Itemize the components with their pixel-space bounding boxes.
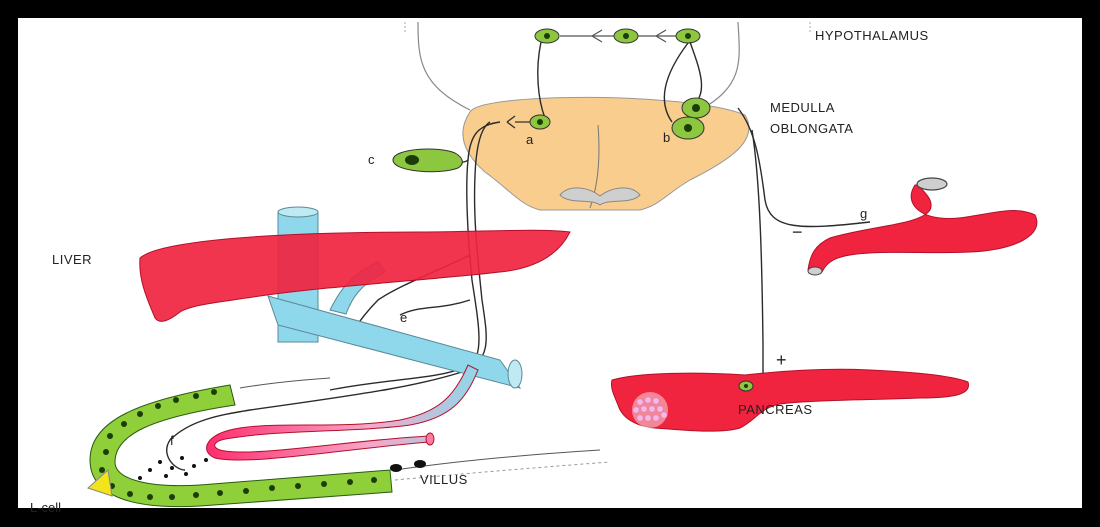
pancreatic-islet xyxy=(632,392,668,428)
letter-e: e xyxy=(400,310,407,325)
l-cell-label: L-cell xyxy=(30,500,61,515)
hypothalamus-label: HYPOTHALAMUS xyxy=(815,28,929,43)
letter-a: a xyxy=(526,132,534,147)
stomach-duodenum-opening xyxy=(808,267,822,275)
villus-label: VILLUS xyxy=(420,472,468,487)
letter-g: g xyxy=(860,206,867,221)
medulla-label-line2: OBLONGATA xyxy=(770,121,853,136)
capillary-end xyxy=(426,433,434,445)
letter-c: c xyxy=(368,152,375,167)
stomach-esophagus-opening xyxy=(917,178,947,190)
stomach-inhibition-sign: − xyxy=(792,222,803,242)
medulla-label-line1: MEDULLA xyxy=(770,100,835,115)
nodose-ganglion-neuron xyxy=(393,149,462,172)
pancreas-stimulation-sign: + xyxy=(776,350,787,370)
pancreas-label: PANCREAS xyxy=(738,402,813,417)
letter-b: b xyxy=(663,130,670,145)
letter-f: f xyxy=(170,433,174,448)
liver-label: LIVER xyxy=(52,252,92,267)
